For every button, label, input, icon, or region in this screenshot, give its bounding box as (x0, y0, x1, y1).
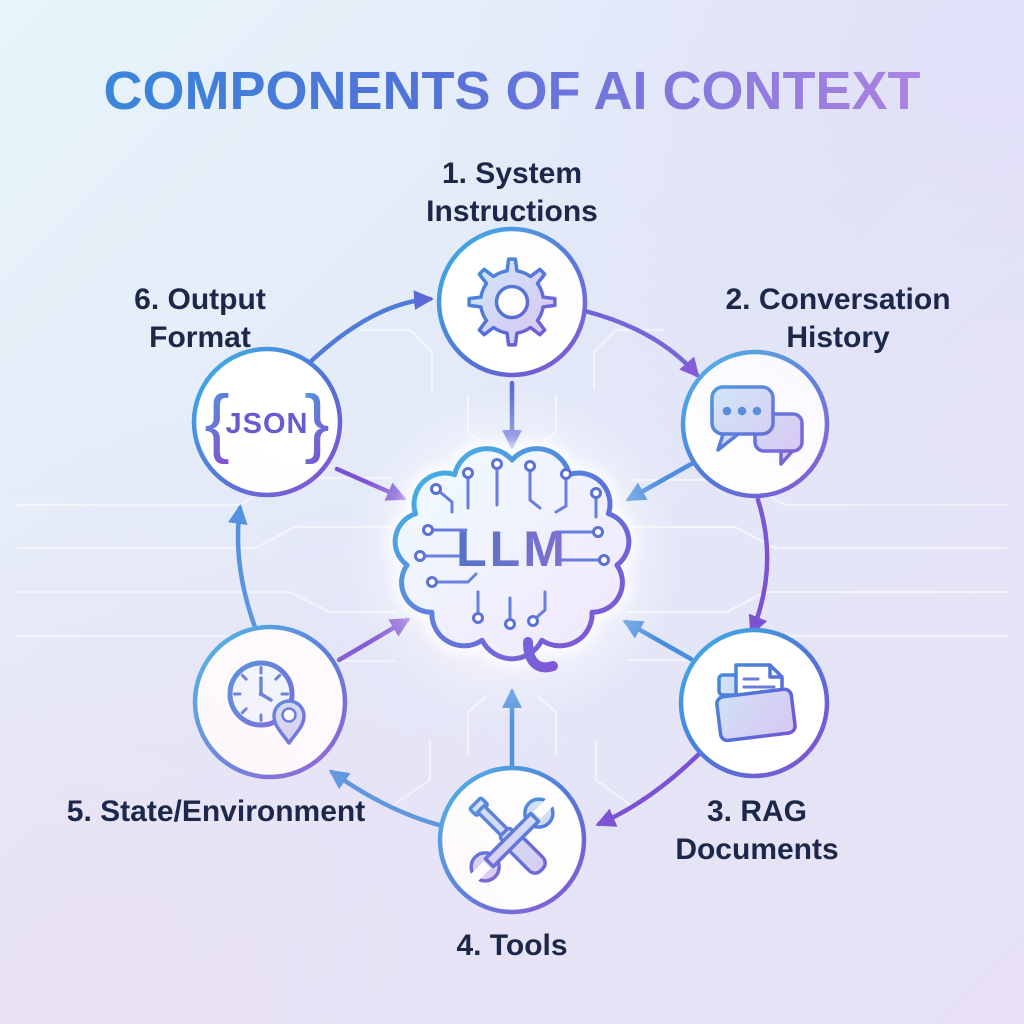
arrow-tools-to-state-environment (328, 769, 446, 829)
node-rag-documents (678, 627, 830, 779)
gear-icon (467, 257, 557, 347)
json-braces-icon: { JSON } (204, 380, 329, 465)
node-circle (191, 346, 343, 498)
brace-open: { (204, 380, 229, 465)
brain-stem (523, 637, 558, 673)
node-output-format: { JSON } (191, 346, 343, 498)
arrow-system-instructions-to-conversation-history (582, 308, 700, 378)
node-conversation-history (680, 349, 830, 499)
node-state-environment (192, 624, 348, 780)
chat-bubbles-icon (710, 385, 804, 466)
node-label-conversation-history: 2. Conversation History (725, 283, 951, 354)
brace-close: } (304, 380, 329, 465)
arrow-state-environment-to-output-format (227, 504, 259, 633)
node-label-rag-documents: 3. RAG Documents (675, 795, 839, 866)
brain-circuit-traces (414, 458, 610, 630)
json-text: JSON (226, 408, 309, 440)
node-system-instructions (436, 226, 588, 378)
arrow-output-format-to-system-instructions (304, 290, 434, 368)
node-label-tools: 4. Tools (456, 929, 568, 962)
llm-center-node: LLM (344, 388, 680, 724)
clock-location-pin-icon (227, 660, 306, 745)
outer-cycle-arrows (227, 290, 770, 829)
location-pin-icon (272, 699, 306, 745)
node-label-state-environment: 5. State/Environment (66, 795, 366, 828)
node-label-output-format: 6. Output Format (134, 283, 266, 354)
arrow-rag-documents-to-tools (595, 747, 706, 827)
folder-documents-icon (715, 663, 797, 743)
node-tools (437, 765, 587, 915)
wrench-screwdriver-icon (468, 796, 556, 884)
page-title: COMPONENTS OF AI CONTEXT (103, 61, 921, 121)
brain-outline (392, 446, 632, 662)
llm-label: LLM (456, 521, 568, 577)
arrow-conversation-history-to-rag-documents (748, 497, 770, 636)
node-label-system-instructions: 1. System Instructions (426, 157, 598, 228)
